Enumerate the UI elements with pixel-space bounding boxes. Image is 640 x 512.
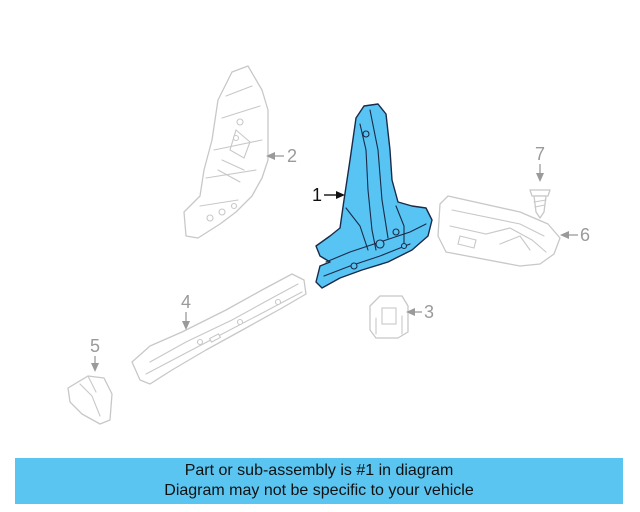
callout-2-label: 2 [287, 146, 297, 166]
callout-7: 7 [535, 144, 545, 182]
callout-5: 5 [90, 336, 100, 372]
parts-diagram: 1 2 3 4 5 6 7 [67, 65, 590, 425]
part-5-outline [67, 375, 113, 425]
part-3-outline [369, 295, 409, 339]
part-2-outline [183, 65, 269, 239]
callout-7-label: 7 [535, 144, 545, 164]
callout-1-label: 1 [312, 185, 322, 205]
info-banner: Part or sub-assembly is #1 in diagram Di… [15, 458, 623, 504]
callout-2: 2 [266, 146, 297, 166]
banner-line-2: Diagram may not be specific to your vehi… [164, 482, 474, 499]
callout-6: 6 [560, 225, 590, 245]
callout-3-label: 3 [424, 302, 434, 322]
callout-4: 4 [181, 292, 191, 330]
callout-6-label: 6 [580, 225, 590, 245]
callout-4-label: 4 [181, 292, 191, 312]
banner-line-1: Part or sub-assembly is #1 in diagram [184, 462, 454, 479]
part-6-outline [437, 195, 561, 267]
callout-1: 1 [312, 185, 345, 205]
part-7-outline [529, 189, 551, 219]
callout-3: 3 [406, 302, 434, 322]
callout-5-label: 5 [90, 336, 100, 356]
part-1-highlighted[interactable] [315, 103, 433, 289]
part-4-outline [131, 273, 307, 385]
